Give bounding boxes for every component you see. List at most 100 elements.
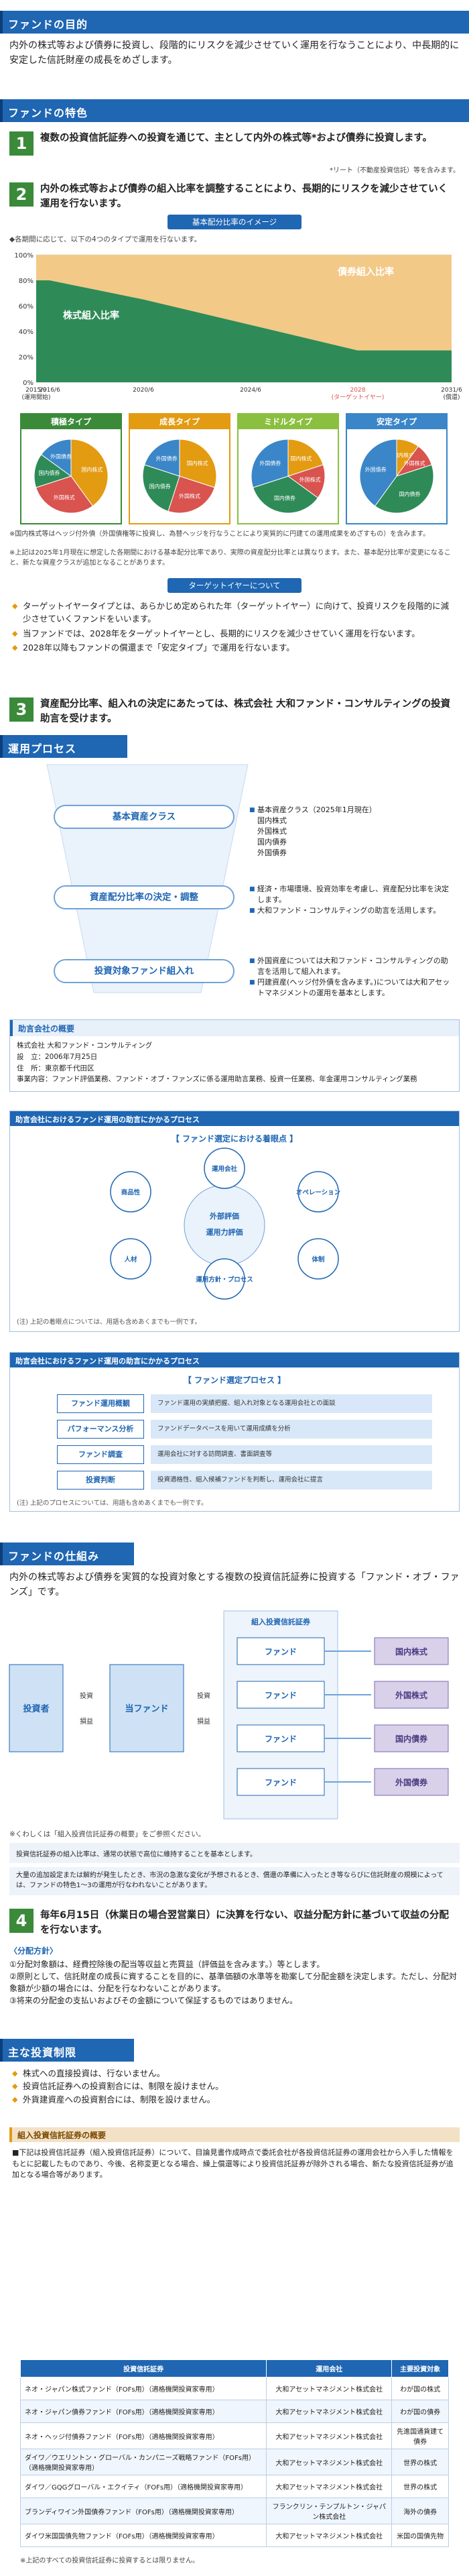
feature-1-note: *リート（不動産投資信託）等を含みます。 [330, 167, 460, 174]
eval-node-label: 運用会社 [212, 1165, 238, 1173]
subfund-label: ファンド [265, 1647, 297, 1657]
process-step-1: 基本資産クラス [54, 805, 234, 829]
chart-intro: ◆各期間に応じて、以下の4つのタイプで運用を行ないます。 [9, 235, 202, 243]
pie-label: 外国株式 [299, 476, 321, 483]
select-row: パフォーマンス分析 ファンドデータベースを用いて運用成績を分析 [57, 1420, 432, 1439]
pie-slice [179, 439, 217, 488]
table-cell: 大和アセットマネジメント株式会社 [266, 2449, 393, 2475]
table-cell: わが国の株式 [391, 2377, 449, 2400]
process-step-3: 投資対象ファンド組入れ [54, 959, 234, 983]
table-cell: 大和アセットマネジメント株式会社 [266, 2400, 393, 2423]
eval-frame-head: 助言会社におけるファンド運用の助言にかかるプロセス [10, 1111, 459, 1126]
feature-3-title: 資産配分比率、組入れの決定にあたっては、株式会社 大和ファンド・コンサルティング… [40, 699, 451, 724]
pie-label: 外国株式 [179, 492, 200, 499]
asset-label: 国内株式 [395, 1646, 427, 1657]
process-notes-2: 経済・市場環境、投資効率を考慮し、資産配分比率を決定します。 大和ファンド・コン… [249, 884, 450, 916]
select-row-desc: 運用会社に対する訪問調査、書面調査等 [151, 1445, 432, 1464]
x-tick-label: 2024/6 [240, 387, 261, 394]
eval-node [297, 1238, 339, 1280]
pie-label: 外国債券 [156, 455, 178, 461]
section-scheme-header: ファンドの仕組み [0, 1543, 134, 1565]
process-note: 国内債券 [257, 837, 287, 846]
overview-head: 組入投資信託証券の概要 [9, 2127, 460, 2142]
policy-item: ③将来の分配金の支払いおよびその金額について保証するものではありません。 [9, 1996, 298, 2005]
y-tick-label: 0% [23, 380, 34, 387]
table-row: ネオ・ジャパン株式ファンド（FOFs用）（適格機関投資家専用）大和アセットマネジ… [19, 2377, 449, 2400]
select-note: (注) 上記のプロセスについては、用語も含めあくまでも一例です。 [17, 1500, 208, 1507]
type-box: 積極タイプ国内株式外国株式国内債券外国債券 [20, 413, 122, 524]
advisor-row: 株式会社 大和ファンド・コンサルティング [17, 1042, 153, 1050]
subfund-box [237, 1681, 325, 1709]
select-row: ファンド運用概観 ファンド運用の実績把握、組入れ対象となる運用会社との面談 [57, 1394, 432, 1413]
eval-node-label: オペレーション [296, 1189, 340, 1196]
pie-label: 外国債券 [50, 453, 72, 460]
feature-number-3: 3 [9, 697, 34, 722]
select-row-desc: ファンド運用の実績把握、組入れ対象となる運用会社との面談 [151, 1394, 432, 1413]
table-cell: 大和アセットマネジメント株式会社 [266, 2422, 393, 2449]
asset-label: 外国債券 [395, 1777, 428, 1787]
eval-node [297, 1171, 339, 1213]
eval-node [110, 1238, 151, 1280]
flow-return: 損益 [197, 1717, 210, 1726]
investor-box [9, 1664, 64, 1752]
process-step-2: 資産配分比率の決定・調整 [54, 885, 234, 909]
y-tick-label: 40% [19, 329, 34, 336]
investor-label: 投資者 [23, 1703, 49, 1714]
type-name: 積極タイプ [21, 414, 121, 429]
process-note: 外国債券 [257, 848, 287, 857]
asset-box [374, 1768, 449, 1796]
policy-head: 〈分配方針〉 [9, 1946, 58, 1956]
select-row-tag: ファンド運用概観 [57, 1394, 144, 1413]
type-name: ミドルタイプ [239, 414, 338, 429]
pie-label: 国内株式 [81, 466, 103, 473]
pie-slice [287, 439, 324, 477]
x-tick-label: 2031/6(償還) [441, 387, 462, 401]
process-note: 基本資産クラス（2025年1月現在） [249, 805, 450, 816]
restriction-item: 投資信託証券への投資割合には、制限を設けません。 [12, 2080, 454, 2092]
pie-label: 国内株式 [290, 455, 312, 461]
subfund-box [237, 1768, 325, 1796]
process-note: 国内株式 [257, 816, 287, 825]
eval-node-label: 商品性 [121, 1188, 141, 1196]
type-box: ミドルタイプ国内株式外国株式国内債券外国債券 [237, 413, 339, 524]
table-cell: 大和アセットマネジメント株式会社 [266, 2475, 393, 2498]
advisor-box: 助言会社の概要 株式会社 大和ファンド・コンサルティング 設 立：2006年7月… [9, 1019, 460, 1092]
pie-label: 外国債券 [365, 466, 387, 473]
eval-center-label: 外部評価 [209, 1211, 239, 1221]
target-bullet: 2028年以降もファンドの償還まで「安定タイプ」で運用を行ないます。 [12, 641, 454, 654]
flow-invest: 投資 [80, 1691, 93, 1700]
overview-intro: ■下記は投資信託証券（組入投資信託証券）について、目論見書作成時点で委託会社が各… [12, 2148, 454, 2179]
asset-box [374, 1637, 449, 1665]
purpose-text: 内外の株式等および債券に投資し、段階的にリスクを減少させていく運用を行なうことに… [9, 40, 460, 66]
eval-node [204, 1147, 245, 1189]
table-cell: 海外の債券 [391, 2498, 449, 2524]
select-row: 投資判断 投資適格性、組入候補ファンドを判断し、運用会社に提言 [57, 1471, 432, 1490]
restriction-item: 外貨建資産への投資割合には、制限を設けません。 [12, 2093, 454, 2106]
eval-node-label: 運用方針・プロセス [196, 1276, 253, 1284]
process-note: 外国株式 [257, 826, 287, 836]
table-row: ネオ・ヘッジ付債券ファンド（FOFs用）（適格機関投資家専用）大和アセットマネジ… [19, 2422, 449, 2449]
eval-node [110, 1171, 151, 1213]
table-row: ブランディワイン外国債券ファンド（FOFs用）（適格機関投資家専用）フランクリン… [19, 2498, 449, 2524]
advisor-row: 事業内容：ファンド評価業務、ファンド・オブ・ファンズに係る運用助言業務、投資一任… [17, 1075, 417, 1084]
overview-table: 投資信託証券 運用会社 主要投資対象 ネオ・ジャパン株式ファンド（FOFs用）（… [19, 2359, 449, 2547]
target-year-pill: ターゲットイヤーについて [168, 578, 302, 593]
pie-label: 外国債券 [259, 460, 281, 467]
process-note: 外国資産については大和ファンド・コンサルティングの助言を活用して組入れます。 [249, 956, 450, 977]
select-row-tag: 投資判断 [57, 1471, 144, 1490]
process-notes-3: 外国資産については大和ファンド・コンサルティングの助言を活用して組入れます。 円… [249, 956, 450, 999]
table-row: ネオ・ジャパン債券ファンド（FOFs用）（適格機関投資家専用）大和アセットマネジ… [19, 2400, 449, 2423]
process-note: 円建資産(ヘッジ付外債を含みます。)については大和アセットマネジメントの運用を基… [249, 977, 450, 999]
feature-2-note-2: ※上記は2025年1月現在に想定した各期間における基本配分比率であり、実際の資産… [9, 549, 451, 567]
y-tick-label: 20% [19, 354, 34, 361]
select-row-desc: ファンドデータベースを用いて運用成績を分析 [151, 1420, 432, 1439]
fund-box [109, 1664, 184, 1752]
pie-slice [70, 439, 109, 507]
subfund-box [237, 1637, 325, 1665]
table-cell: ダイワ／GQGグローバル・エクイティ（FOFs用）（適格機関投資家専用） [19, 2475, 267, 2498]
process-note: 大和ファンド・コンサルティングの助言を活用します。 [249, 905, 450, 916]
table-cell: ネオ・ジャパン債券ファンド（FOFs用）（適格機関投資家専用） [19, 2400, 267, 2423]
pie-label: 外国株式 [54, 494, 75, 500]
feature-1-title: 複数の投資信託証券への投資を通じて、主として内外の株式等*および債券に投資します… [40, 133, 432, 144]
